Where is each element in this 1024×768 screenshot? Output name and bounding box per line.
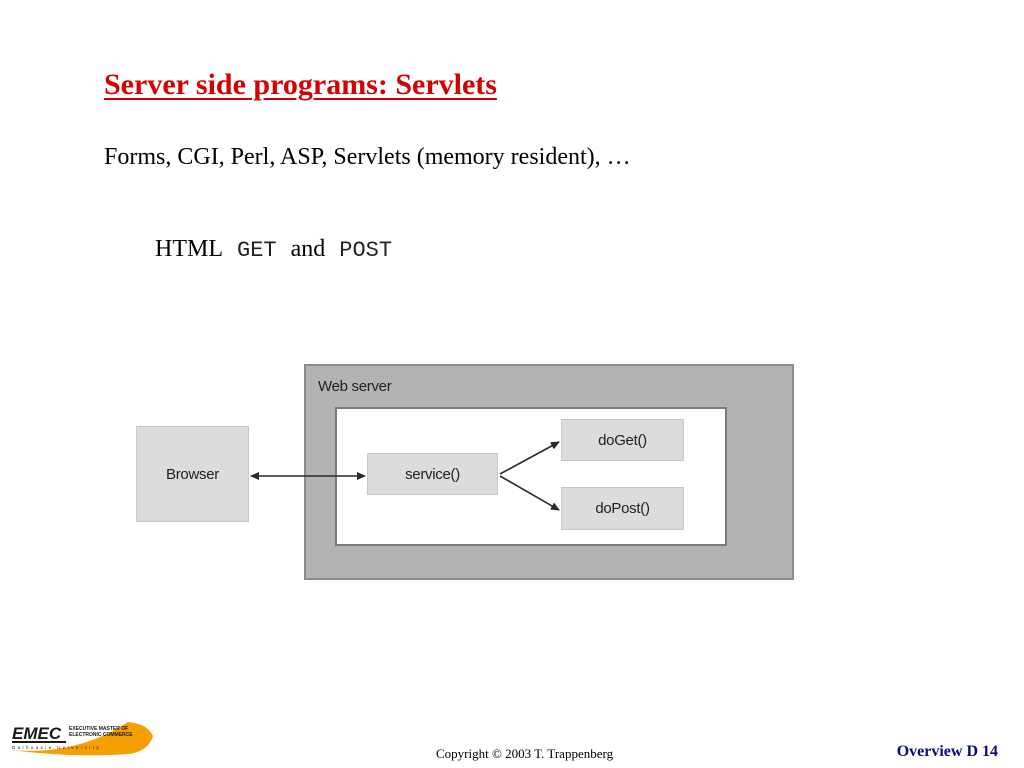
browser-label: Browser	[166, 465, 219, 483]
slide-number: Overview D 14	[896, 743, 998, 760]
web-server-label: Web server	[318, 378, 392, 395]
logo-tagline-2: ELECTRONIC COMMERCE	[69, 732, 133, 738]
browser-node: Browser	[136, 426, 249, 522]
http-methods-line: HTML GET and POST	[155, 236, 392, 263]
subtitle-line: Forms, CGI, Perl, ASP, Servlets (memory …	[104, 144, 631, 170]
slide-title: Server side programs: Servlets	[104, 68, 497, 101]
service-node: service()	[367, 453, 498, 495]
copyright-notice: Copyright © 2003 T. Trappenberg	[436, 746, 614, 761]
post-method: POST	[339, 238, 393, 263]
logo-wordmark: EMEC	[12, 724, 62, 743]
dopost-label: doPost()	[595, 500, 650, 517]
logo-university: Dalhousie University	[12, 745, 101, 750]
logo-tagline-1: EXECUTIVE MASTER OF	[69, 726, 128, 732]
methods-prefix: HTML	[155, 236, 223, 262]
doget-label: doGet()	[598, 431, 647, 449]
get-method: GET	[237, 238, 277, 263]
methods-conjunction: and	[290, 236, 326, 262]
emec-logo: EMEC EXECUTIVE MASTER OF ELECTRONIC COMM…	[10, 722, 153, 756]
dopost-node: doPost()	[561, 487, 684, 530]
service-label: service()	[405, 465, 460, 483]
doget-node: doGet()	[561, 419, 684, 461]
